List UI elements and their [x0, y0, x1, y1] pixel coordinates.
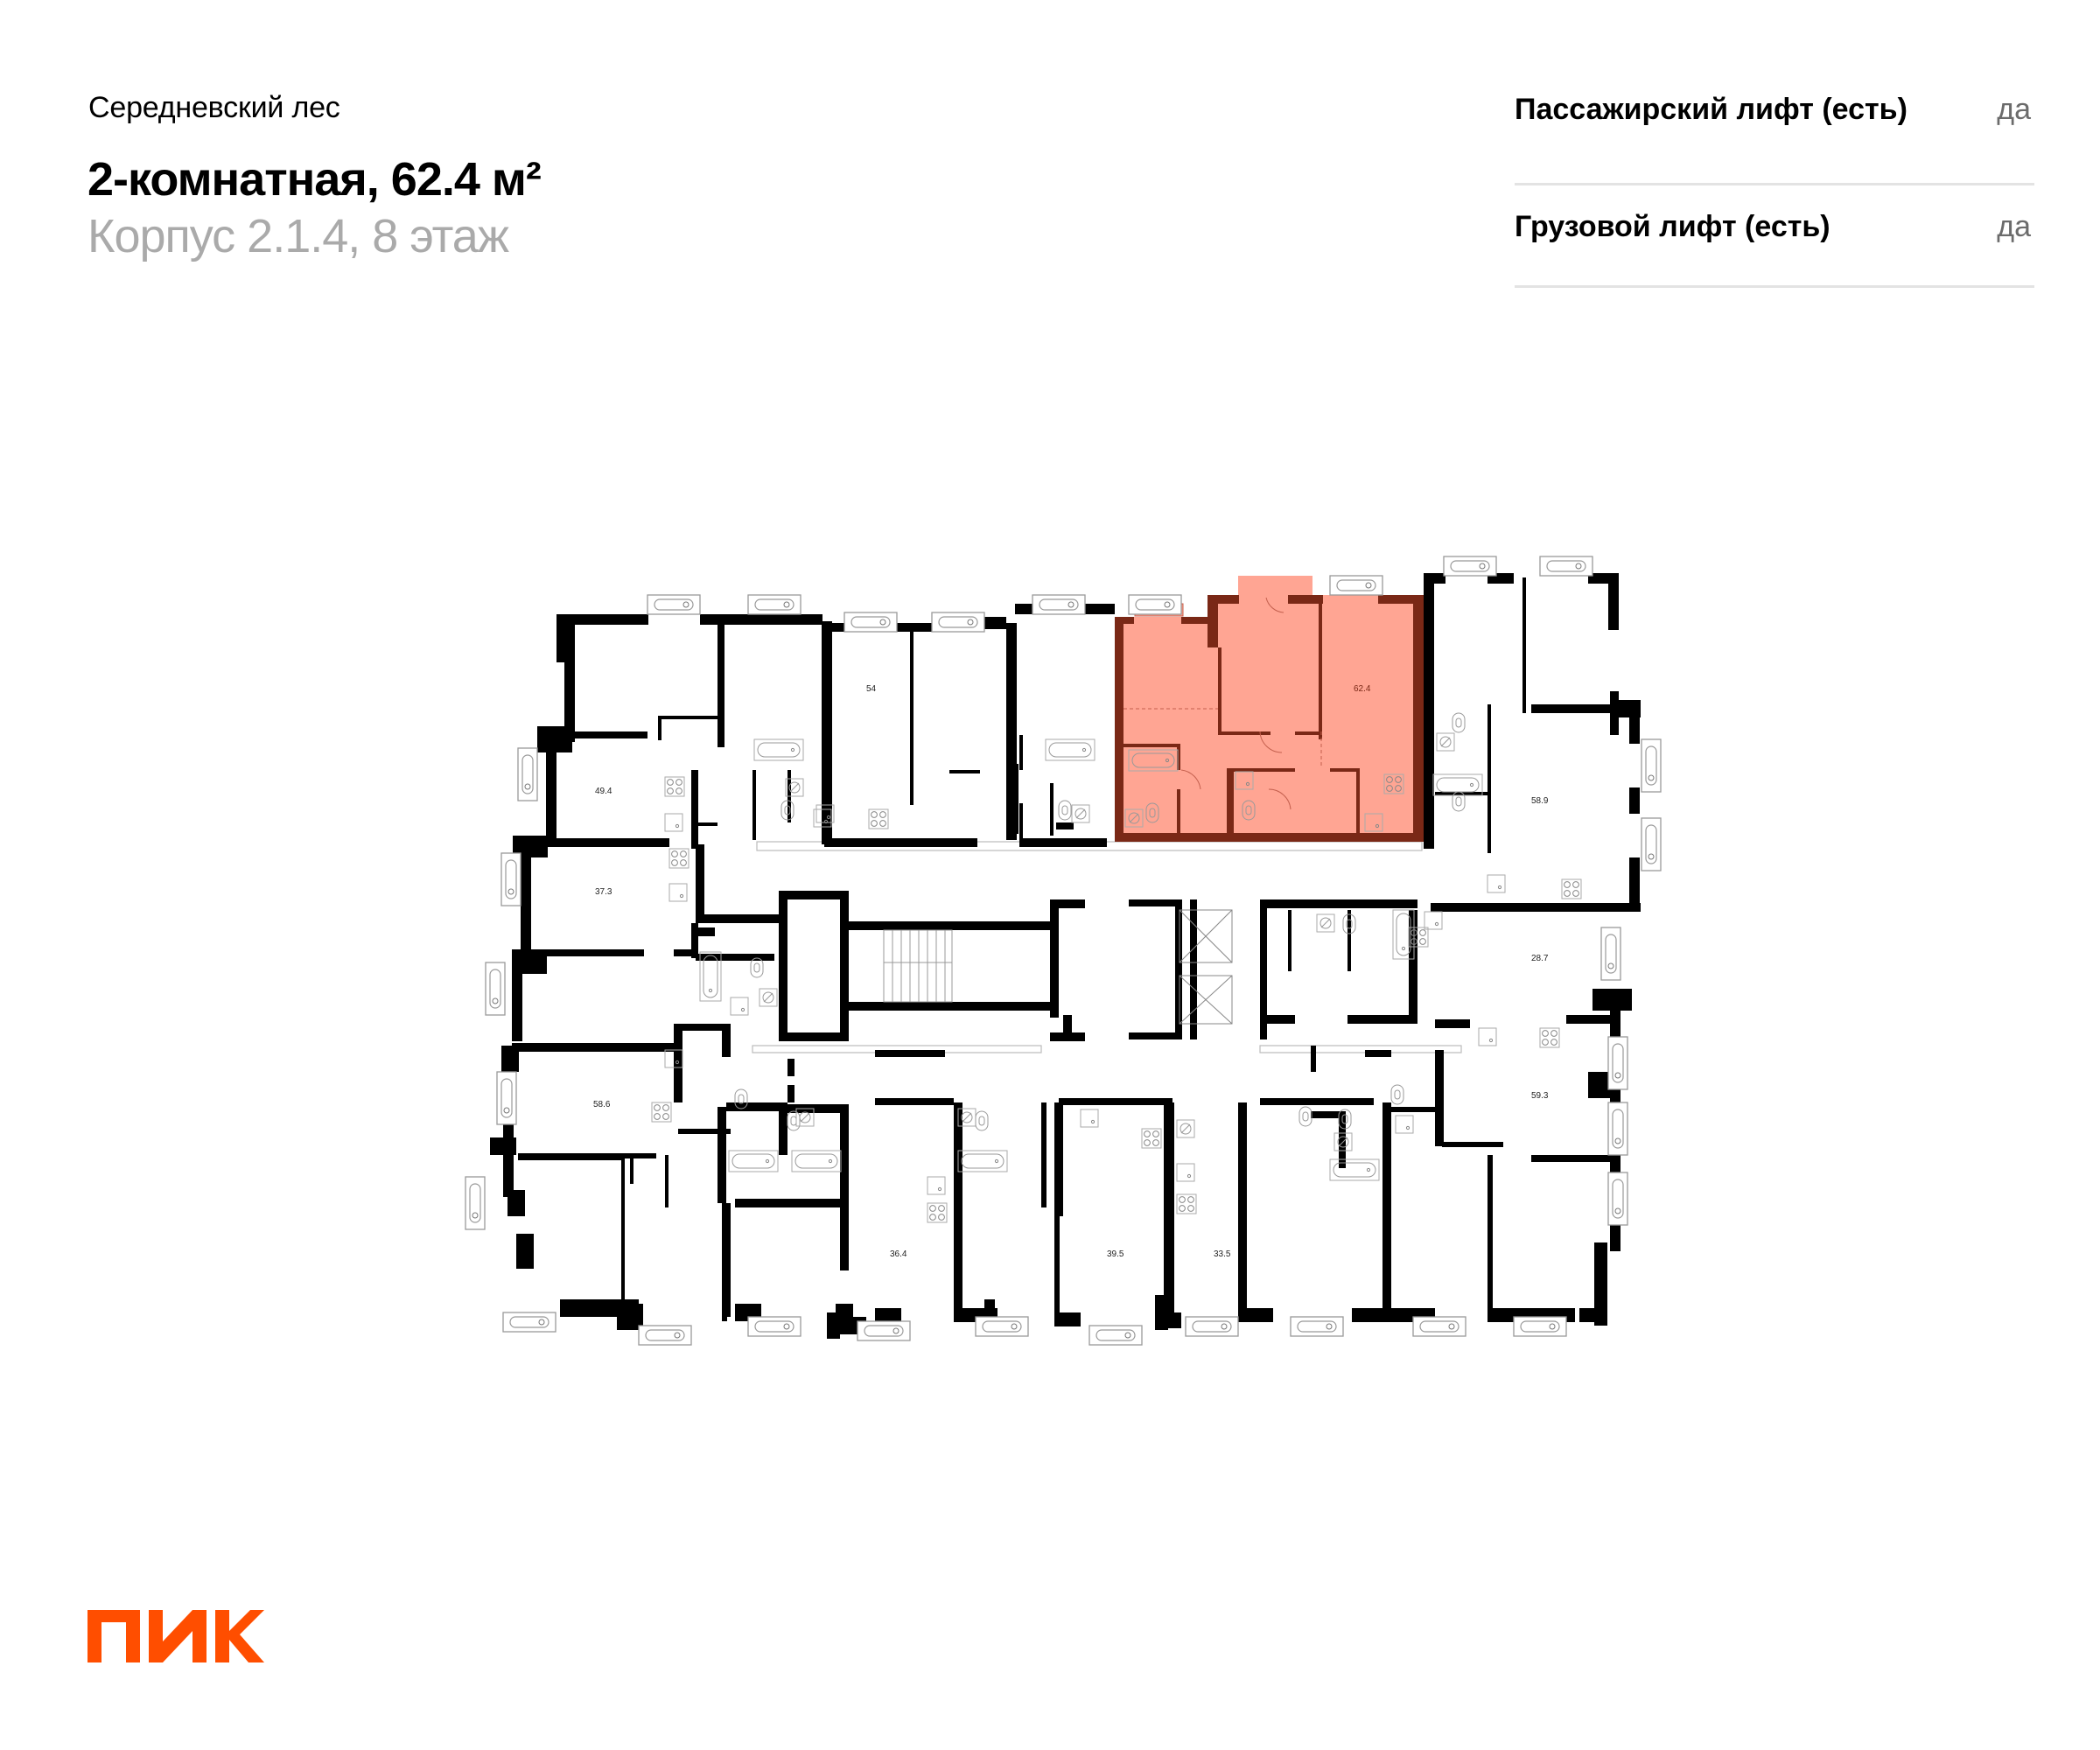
feature-value: да [1997, 93, 2031, 126]
apartment-area-label: 58.6 [593, 1100, 611, 1110]
pik-logo [88, 1610, 264, 1662]
feature-value: да [1997, 210, 2031, 243]
apartment-area-label: 39.5 [1107, 1250, 1124, 1259]
area-labels: 54 49.4 37.3 58.6 36.4 39.5 33.5 59.3 28… [593, 684, 1549, 1259]
apartment-area-label: 59.3 [1531, 1091, 1549, 1101]
apartment-area-label: 28.7 [1531, 954, 1549, 963]
walls [490, 573, 1641, 1339]
apartment-title: 2-комнатная, 62.4 м² [88, 153, 542, 206]
stairwell [883, 929, 953, 1003]
elevator-icon [1179, 909, 1233, 1025]
apartment-area-label: 36.4 [890, 1250, 907, 1259]
apartment-area-label: 62.4 [1354, 684, 1371, 694]
apartment-area-label: 37.3 [595, 887, 612, 897]
windows [465, 556, 1662, 1346]
feature-row-passenger-lift: Пассажирский лифт (есть) да [1515, 84, 2034, 186]
features-panel: Пассажирский лифт (есть) да Грузовой лиф… [1515, 84, 2034, 288]
apartment-area-label: 49.4 [595, 787, 612, 796]
project-name: Середневский лес [88, 91, 340, 124]
apartment-area-label: 33.5 [1214, 1250, 1231, 1259]
feature-label: Пассажирский лифт (есть) [1515, 93, 1908, 126]
feature-row-freight-lift: Грузовой лифт (есть) да [1515, 186, 2034, 288]
apartment-highlight-62-4[interactable]: 62.4 [1115, 576, 1424, 842]
apartment-area-label: 58.9 [1531, 796, 1549, 806]
feature-label: Грузовой лифт (есть) [1515, 210, 1830, 243]
apartment-area-label: 54 [866, 684, 877, 694]
building-floor: Корпус 2.1.4, 8 этаж [88, 210, 509, 262]
